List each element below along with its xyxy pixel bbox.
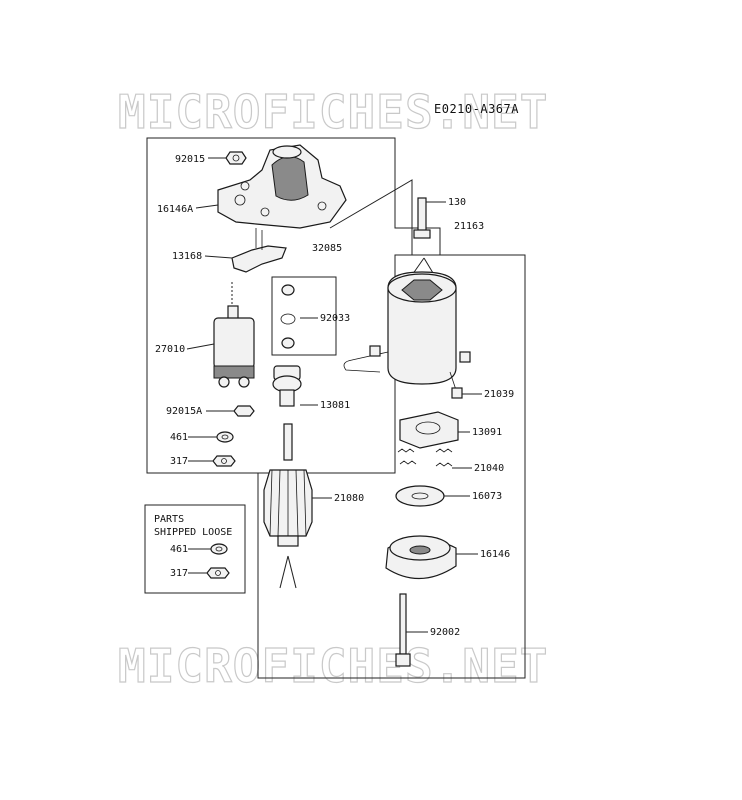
label-92002: 92002 — [430, 627, 460, 638]
label-27010: 27010 — [155, 344, 185, 355]
nut-317-shape — [212, 455, 236, 467]
watermark-top: MICROFICHES.NET — [118, 85, 548, 139]
brush-21039-shape — [451, 387, 463, 399]
armature-21080-shape — [263, 423, 313, 589]
leader-lines — [186, 157, 482, 633]
parts-box-title-2: SHIPPED LOOSE — [154, 527, 232, 538]
parts-box-title-1: PARTS — [154, 514, 184, 525]
label-92015a: 92015A — [166, 406, 202, 417]
loose-nut-317-shape — [206, 567, 230, 579]
yoke-21163-shape — [343, 257, 471, 391]
loose-washer-461-shape — [210, 543, 228, 555]
label-13168: 13168 — [172, 251, 202, 262]
kit-32085-parts — [280, 284, 296, 349]
kit-32085-box — [271, 276, 337, 356]
diagram-code: E0210-A367A — [434, 102, 519, 116]
washer-461-shape — [216, 431, 234, 443]
label-16073: 16073 — [472, 491, 502, 502]
label-21040: 21040 — [474, 463, 504, 474]
brush-holder-13091-shape — [399, 411, 459, 449]
right-assembly-outline — [257, 254, 526, 679]
watermark-bottom: MICROFICHES.NET — [118, 639, 548, 693]
solenoid-27010-shape — [213, 282, 255, 388]
nut-92015-shape — [225, 151, 247, 165]
label-130: 130 — [448, 197, 466, 208]
bolt-130-shape — [413, 197, 431, 239]
upper-step-outline — [329, 179, 413, 255]
clutch-13081-shape — [272, 365, 302, 407]
plate-16073-shape — [395, 485, 445, 507]
nut-92015a-shape — [233, 405, 255, 417]
label-92015: 92015 — [175, 154, 205, 165]
label-21163: 21163 — [454, 221, 484, 232]
label-461: 461 — [170, 432, 188, 443]
bolt-92002-shape — [395, 593, 411, 667]
label-13081: 13081 — [320, 400, 350, 411]
label-21039: 21039 — [484, 389, 514, 400]
housing-16146a-shape — [217, 144, 347, 229]
label-13091: 13091 — [472, 427, 502, 438]
label-16146: 16146 — [480, 549, 510, 560]
springs-21040-shape — [397, 448, 453, 467]
label-loose-461: 461 — [170, 544, 188, 555]
lever-13168-shape — [231, 228, 287, 273]
parts-shipped-loose-box — [144, 504, 246, 594]
label-317: 317 — [170, 456, 188, 467]
label-16146a: 16146A — [157, 204, 193, 215]
label-32085: 32085 — [312, 243, 342, 254]
end-cover-16146-shape — [385, 535, 457, 580]
label-92033: 92033 — [320, 313, 350, 324]
label-loose-317: 317 — [170, 568, 188, 579]
label-21080: 21080 — [334, 493, 364, 504]
